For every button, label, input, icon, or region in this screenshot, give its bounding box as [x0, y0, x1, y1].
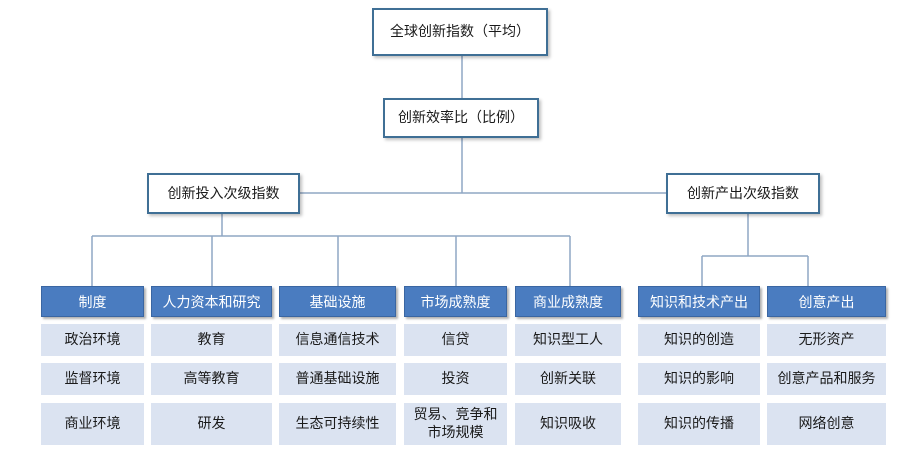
sub-pillar-item: 知识的创造	[638, 324, 760, 356]
sub-pillar-item: 创意产品和服务	[767, 363, 886, 395]
sub-pillar-item-two-line: 贸易、竞争和 市场规模	[404, 403, 507, 445]
sub-pillar-item: 研发	[151, 403, 272, 445]
sub-pillar-item: 商业环境	[41, 403, 144, 445]
sub-pillar-item: 信息通信技术	[279, 324, 396, 356]
sub-pillar-item: 知识吸收	[515, 403, 621, 445]
ratio-node: 创新效率比（比例）	[383, 98, 539, 138]
sub-pillar-item: 网络创意	[767, 403, 886, 445]
sub-pillar-item: 知识的影响	[638, 363, 760, 395]
pillar-header-market-sophistication: 市场成熟度	[404, 286, 507, 317]
sub-pillar-line: 贸易、竞争和	[413, 407, 498, 423]
sub-pillar-item: 信贷	[404, 324, 507, 356]
pillar-header-creative-outputs: 创意产出	[767, 286, 886, 317]
sub-pillar-item: 监督环境	[41, 363, 144, 395]
pillar-header-knowledge-tech-outputs: 知识和技术产出	[638, 286, 760, 317]
sub-pillar-item: 政治环境	[41, 324, 144, 356]
sub-pillar-item: 生态可持续性	[279, 403, 396, 445]
output-index-node: 创新产出次级指数	[666, 173, 820, 214]
sub-pillar-item: 普通基础设施	[279, 363, 396, 395]
sub-pillar-item: 知识型工人	[515, 324, 621, 356]
sub-pillar-item: 创新关联	[515, 363, 621, 395]
sub-pillar-item: 投资	[404, 363, 507, 395]
sub-pillar-item: 高等教育	[151, 363, 272, 395]
pillar-header-human-capital: 人力资本和研究	[151, 286, 272, 317]
sub-pillar-item: 知识的传播	[638, 403, 760, 445]
pillar-header-business-sophistication: 商业成熟度	[515, 286, 621, 317]
pillar-header-infrastructure: 基础设施	[279, 286, 396, 317]
sub-pillar-line: 市场规模	[427, 425, 484, 441]
pillar-header-institutions: 制度	[41, 286, 144, 317]
input-index-node: 创新投入次级指数	[147, 173, 300, 214]
sub-pillar-item: 无形资产	[767, 324, 886, 356]
root-node: 全球创新指数（平均）	[372, 8, 548, 56]
sub-pillar-item: 教育	[151, 324, 272, 356]
